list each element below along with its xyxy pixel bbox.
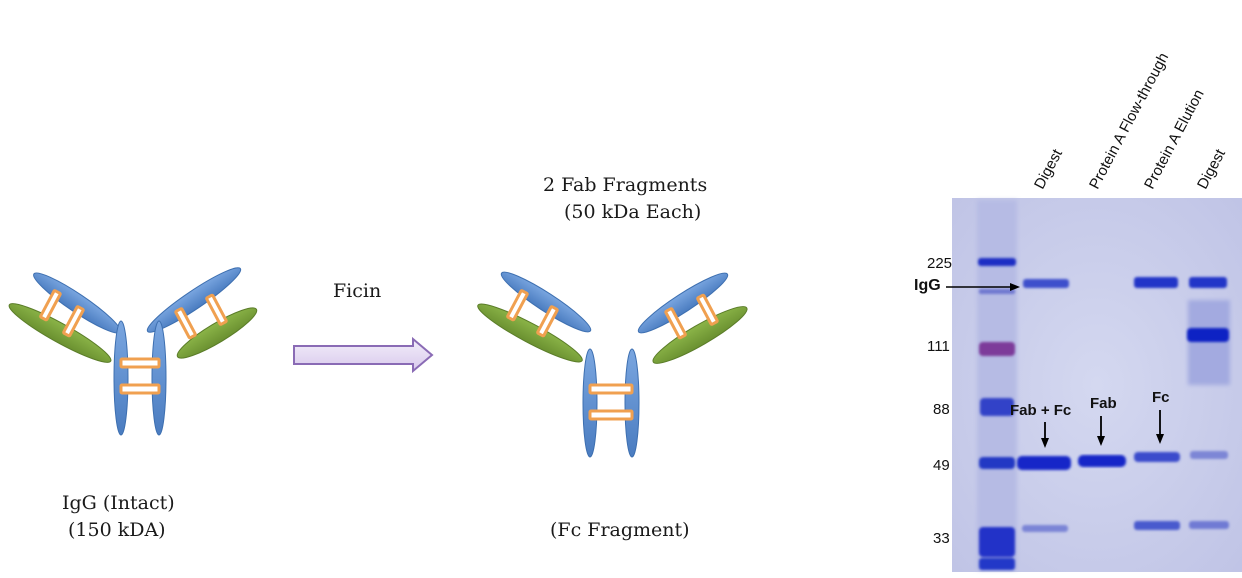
band-fab: [1078, 455, 1126, 467]
disulfide-bond: [536, 305, 559, 338]
ficin-arrow: [293, 336, 434, 374]
disulfide-bond: [39, 289, 62, 322]
ladder-lane-smear: [977, 200, 1017, 570]
disulfide-bond: [588, 383, 634, 395]
band-main: [1187, 328, 1229, 342]
intact-igg-molecule: [8, 267, 258, 436]
band-minor: [1134, 521, 1180, 530]
band-igg: [1134, 277, 1178, 288]
disulfide-bond: [174, 307, 197, 340]
fab-band-label: Fab: [1090, 395, 1117, 412]
heavy-chain: [151, 320, 167, 436]
heavy-chain: [582, 348, 598, 458]
fab-pointer-head: [1097, 436, 1105, 446]
fc-band-label: Fc: [1152, 389, 1170, 406]
disulfide-bond: [696, 293, 719, 326]
disulfide-bond: [62, 305, 85, 338]
marker-label: 225: [927, 255, 953, 272]
fab-mass-label: (50 kDa Each): [564, 201, 702, 223]
heavy-chain: [637, 272, 729, 334]
fab-fragments-label: 2 Fab Fragments: [543, 174, 708, 196]
disulfide-bond: [205, 293, 228, 326]
disulfide-bond: [588, 409, 634, 421]
intact-igg-mass-label: (150 kDA): [68, 519, 166, 541]
band-igg: [1023, 279, 1069, 288]
fab-fragment-right: [637, 272, 748, 364]
ficin-label: Ficin: [333, 280, 382, 302]
heavy-chain: [624, 348, 640, 458]
disulfide-bond: [119, 383, 161, 395]
light-chain: [652, 306, 748, 364]
heavy-chain: [146, 267, 242, 333]
sds-page-gel: [946, 198, 1242, 572]
disulfide-bond: [664, 307, 687, 340]
band-fc: [1134, 452, 1180, 462]
light-chain: [477, 303, 583, 363]
ladder-band: [979, 558, 1015, 570]
ladder-band: [979, 342, 1015, 356]
ladder-band: [978, 258, 1016, 266]
marker-label: 33: [933, 530, 950, 547]
heavy-chain: [500, 271, 592, 333]
band-fab-fc: [1017, 456, 1071, 470]
band-minor: [1189, 521, 1229, 529]
band-minor: [1022, 525, 1068, 532]
ladder-band: [980, 398, 1014, 416]
fab-fc-band-label: Fab + Fc: [1010, 402, 1072, 419]
ladder-band: [979, 527, 1015, 557]
igg-pointer-head: [1010, 283, 1020, 291]
disulfide-bond: [119, 357, 161, 369]
band-fab-fc: [1190, 451, 1228, 459]
marker-label: 49: [933, 457, 950, 474]
lane-smear: [1188, 300, 1230, 385]
fab-fragment-left: [477, 271, 592, 363]
fc-fragment: [582, 348, 640, 458]
fc-pointer-head: [1156, 434, 1164, 444]
light-chain: [8, 303, 112, 363]
ladder-band: [979, 457, 1015, 469]
marker-label: 111: [927, 338, 950, 355]
intact-igg-label: IgG (Intact): [62, 492, 175, 514]
disulfide-bond: [506, 289, 529, 322]
heavy-chain: [113, 320, 129, 436]
light-chain: [176, 307, 258, 359]
fc-fragment-label: (Fc Fragment): [550, 519, 690, 541]
marker-label: 88: [933, 401, 950, 418]
igg-band-label: IgG: [914, 277, 941, 294]
ladder-band: [979, 289, 1015, 294]
band-igg: [1189, 277, 1227, 288]
fab-fc-pointer-head: [1041, 438, 1049, 448]
